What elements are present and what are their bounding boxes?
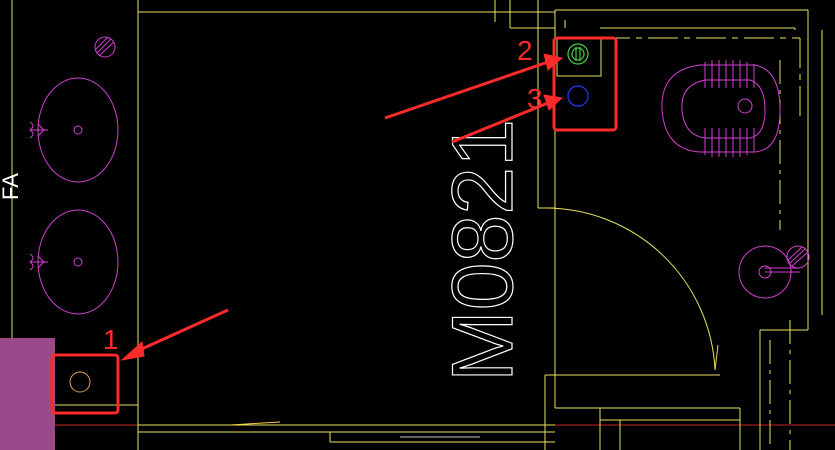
door-label: M0821 xyxy=(435,119,531,382)
outlet-blue xyxy=(567,85,589,107)
purple-fill-block xyxy=(0,338,55,450)
paper-holder xyxy=(738,245,810,299)
callout-number-1: 1 xyxy=(103,324,119,355)
side-text: FA xyxy=(0,173,23,200)
washbasin-lower xyxy=(29,209,119,315)
hatched-drain-top xyxy=(94,36,116,58)
annotation-arrows xyxy=(120,53,564,361)
callout-box-2-3 xyxy=(552,36,618,132)
callout-number-2: 2 xyxy=(517,35,533,66)
outlet-green xyxy=(567,43,589,65)
washbasin-upper xyxy=(29,77,119,183)
squat-toilet xyxy=(661,60,781,157)
dashed-stall-lines xyxy=(600,37,801,120)
floor-drain-circle xyxy=(69,371,91,393)
callout-box-1 xyxy=(50,353,120,415)
callout-number-3: 3 xyxy=(527,83,543,114)
door-swing xyxy=(544,207,719,371)
